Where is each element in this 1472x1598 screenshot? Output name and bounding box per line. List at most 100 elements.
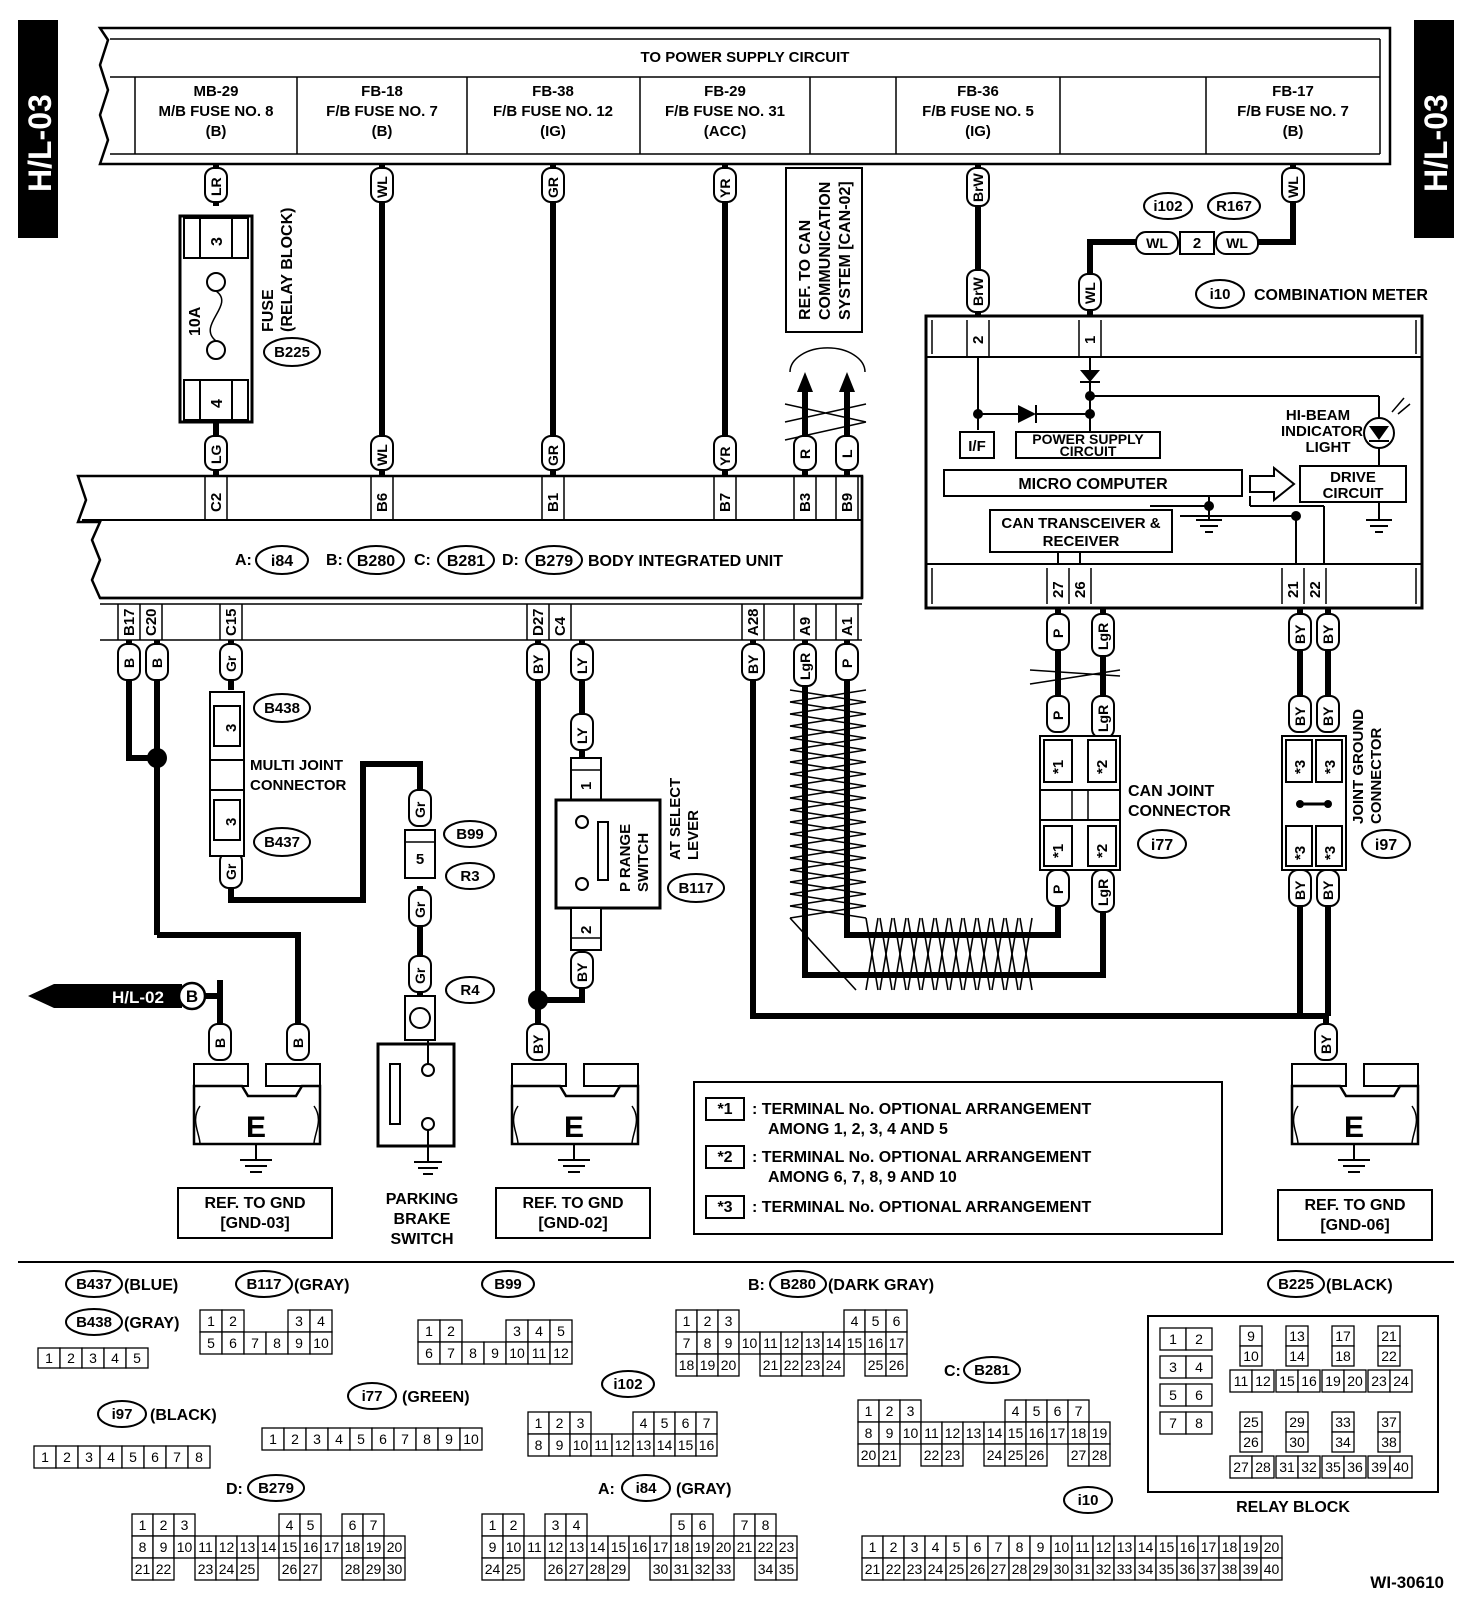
pin-cell xyxy=(607,1557,630,1581)
pin-number: 38 xyxy=(1381,1434,1397,1450)
pin-number: 20 xyxy=(716,1539,732,1555)
legend-b280-prefix: B: xyxy=(748,1277,765,1294)
wire-label-b: B xyxy=(145,643,169,681)
pin-number: 7 xyxy=(1169,1415,1177,1431)
pin-number: 6 xyxy=(1054,1403,1062,1419)
pin-number: 3 xyxy=(89,1350,97,1366)
pin-number: 25 xyxy=(506,1561,522,1577)
svg-text:LR: LR xyxy=(208,177,224,196)
fuse-name: F/B FUSE NO. 7 xyxy=(326,103,438,120)
pin-number: 27 xyxy=(1233,1459,1249,1475)
svg-text:WL: WL xyxy=(374,444,390,466)
legend-b280-id: B280 xyxy=(780,1276,816,1293)
pin-cell xyxy=(1389,1369,1413,1393)
pin-number: 13 xyxy=(966,1425,982,1441)
pin-number: 12 xyxy=(1096,1539,1112,1555)
pin-number: 6 xyxy=(379,1431,387,1447)
svg-text:B: B xyxy=(149,658,165,668)
pin-cell xyxy=(549,1341,573,1365)
wire-label-gr: Gr xyxy=(219,851,243,889)
pin-cell xyxy=(1389,1455,1413,1479)
pin-number: 5 xyxy=(1033,1403,1041,1419)
pin-number: 11 xyxy=(198,1539,213,1555)
pin-number: 25 xyxy=(868,1357,884,1373)
legend-i77-id: i77 xyxy=(362,1388,383,1405)
pin-number: 22 xyxy=(886,1561,902,1577)
pin-number: 17 xyxy=(653,1539,669,1555)
fuse-name: F/B FUSE NO. 12 xyxy=(493,103,613,120)
svg-text:LgR: LgR xyxy=(797,653,813,680)
pin-number: 10 xyxy=(742,1335,758,1351)
pin-number: 6 xyxy=(425,1345,433,1361)
pin-number: 35 xyxy=(779,1561,795,1577)
gnd-ref-label: REF. TO GND xyxy=(1304,1197,1405,1214)
joint-ground-pin: *3 xyxy=(1292,760,1309,774)
pin-number: 1 xyxy=(139,1517,147,1533)
svg-text:B: B xyxy=(212,1038,228,1048)
pin-number: 18 xyxy=(345,1539,361,1555)
pin-number: 13 xyxy=(1117,1539,1133,1555)
pin-number: 28 xyxy=(1012,1561,1028,1577)
wire-label-by: BY xyxy=(526,643,550,681)
connector-b437: B437 xyxy=(264,834,300,851)
pin-number: 28 xyxy=(1255,1459,1271,1475)
wire-label-by: BY xyxy=(1288,695,1312,733)
pin-number: 8 xyxy=(273,1335,281,1351)
pin-number: 35 xyxy=(1325,1459,1341,1475)
pin-number: 22 xyxy=(758,1539,774,1555)
note-text: : TERMINAL No. OPTIONAL ARRANGEMENT xyxy=(752,1149,1091,1166)
pin-number: 30 xyxy=(387,1561,403,1577)
can-ref-line2: COMMUNICATION xyxy=(817,182,834,320)
pin-number: 13 xyxy=(569,1539,585,1555)
pin-cell xyxy=(1343,1369,1367,1393)
wire-label-lgr: LgR xyxy=(1091,695,1115,739)
pin-number: 25 xyxy=(240,1561,256,1577)
note-text: : TERMINAL No. OPTIONAL ARRANGEMENT xyxy=(752,1199,1091,1216)
fuse-pin-top: 3 xyxy=(209,237,226,246)
biu-pin-b17: B17 xyxy=(121,608,138,636)
svg-text:Gr: Gr xyxy=(412,967,428,984)
wire-label-yr: YR xyxy=(713,435,737,471)
pin-number: 26 xyxy=(1243,1434,1259,1450)
note-text: : TERMINAL No. OPTIONAL ARRANGEMENT xyxy=(752,1101,1091,1118)
p-range-switch: 1 P RANGE SWITCH AT SELECT LEVER B117 2 xyxy=(554,757,725,951)
svg-text:BY: BY xyxy=(530,1034,546,1054)
fuse-type: (B) xyxy=(1283,123,1304,140)
svg-text:Gr: Gr xyxy=(223,863,239,880)
wire-label-by: BY xyxy=(1288,613,1312,651)
biu-pin-b6: B6 xyxy=(374,493,391,512)
pin-number: 4 xyxy=(851,1313,859,1329)
pin-number: 1 xyxy=(45,1350,53,1366)
svg-text:P: P xyxy=(1050,711,1066,720)
can-joint-pin2: *2 xyxy=(1094,760,1111,774)
mj-pin-bottom: 3 xyxy=(223,818,240,826)
pin-number: 14 xyxy=(1289,1348,1305,1364)
note-key: *2 xyxy=(717,1149,732,1166)
pb-pin: 5 xyxy=(416,851,424,868)
figure-id: WI-30610 xyxy=(1370,1573,1444,1592)
svg-text:BY: BY xyxy=(745,654,761,674)
fuse-label: FUSE xyxy=(260,289,277,332)
pin-cell xyxy=(1297,1455,1321,1479)
biu-connector-b281: B281 xyxy=(447,553,485,570)
pin-number: 10 xyxy=(573,1437,589,1453)
pin-number: 8 xyxy=(1195,1415,1203,1431)
pin-number: 34 xyxy=(1335,1434,1351,1450)
fuse-mb-29: MB-29 M/B FUSE NO. 8 (B) xyxy=(158,83,273,140)
pin-cell xyxy=(1088,1443,1111,1467)
pin-number: 13 xyxy=(1289,1328,1305,1344)
parking-label: PARKING xyxy=(386,1191,459,1208)
pin-number: 22 xyxy=(924,1447,940,1463)
connector-i10: i10 xyxy=(1210,286,1231,303)
pin-number: 22 xyxy=(784,1357,800,1373)
biu-pin-b9: B9 xyxy=(839,493,856,512)
pin-number: 23 xyxy=(907,1561,923,1577)
multi-joint-connector: 3 3 B438 MULTI JOINT CONNECTOR B437 xyxy=(209,691,347,857)
page-tab-left: H/L-03 xyxy=(18,20,58,238)
fuse-fb-18: FB-18 F/B FUSE NO. 7 (B) xyxy=(326,83,438,140)
pin-number: 10 xyxy=(313,1335,329,1351)
fuse-pin-bottom: 4 xyxy=(209,399,226,408)
pin-number: 1 xyxy=(865,1403,873,1419)
